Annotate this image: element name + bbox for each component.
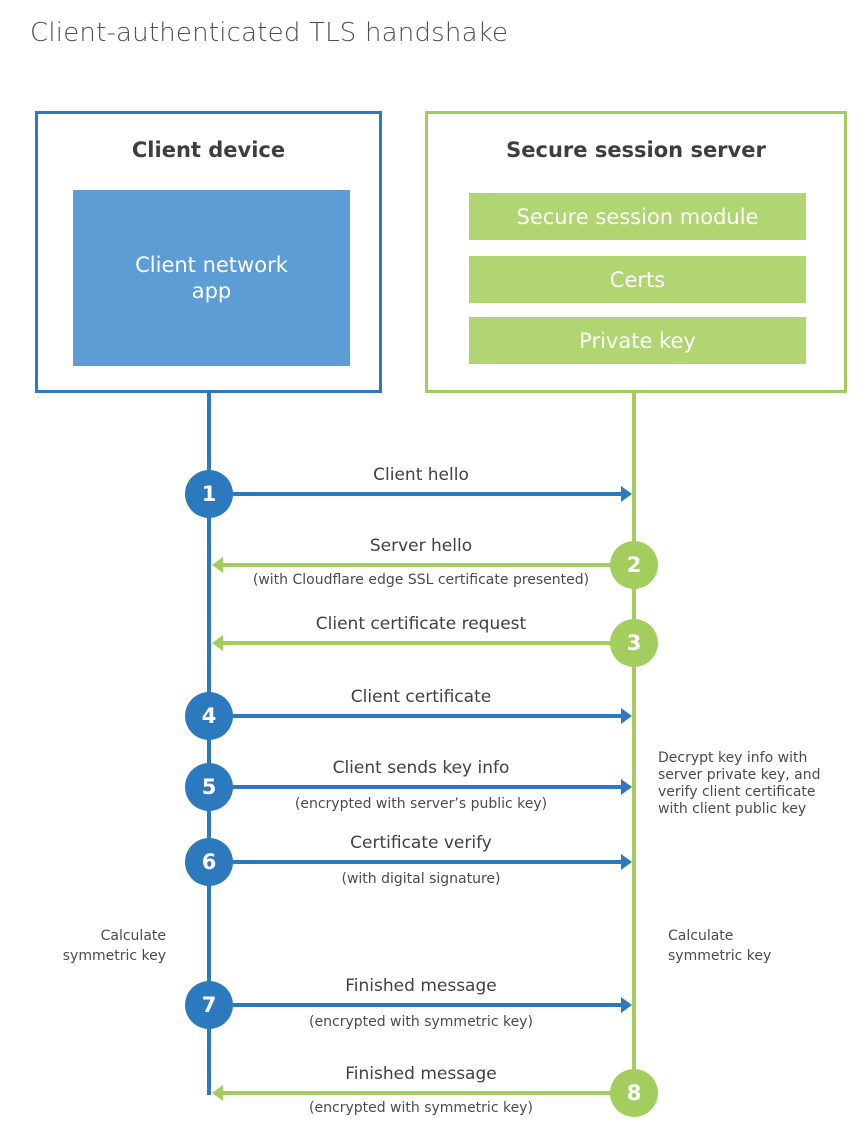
step-1-label: Client hello	[373, 465, 469, 485]
step-3-arrow	[212, 635, 611, 651]
calculate-symmetric-key-client: Calculate symmetric key	[62, 928, 166, 964]
server-lifeline	[632, 393, 636, 1093]
step-4-arrow	[233, 708, 632, 724]
step-1-arrow	[233, 486, 632, 502]
step-6-subtitle: (with digital signature)	[341, 871, 501, 887]
calculate-symmetric-key-server: Calculate symmetric key	[668, 928, 772, 964]
step-5-label: Client sends key info	[332, 758, 510, 778]
step-4-circle: 4	[185, 692, 233, 740]
step-3-label: Client certificate request	[315, 614, 527, 634]
step-7-label: Finished message	[345, 976, 497, 996]
step-6-circle: 6	[185, 838, 233, 886]
step-8-arrow	[212, 1085, 611, 1101]
step-4-label: Client certificate	[350, 687, 492, 707]
arrow-right-icon	[621, 854, 632, 870]
server-module-private-key: Private key	[469, 317, 806, 364]
step-1-circle: 1	[185, 470, 233, 518]
step-8-label: Finished message	[345, 1064, 497, 1084]
client-lifeline	[207, 393, 211, 1095]
client-device-title: Client device	[131, 138, 286, 162]
step-6-arrow	[233, 854, 632, 870]
arrow-right-icon	[621, 486, 632, 502]
arrow-right-icon	[621, 779, 632, 795]
step-5-circle: 5	[185, 763, 233, 811]
step-5-arrow	[233, 779, 632, 795]
step-7-subtitle: (encrypted with symmetric key)	[309, 1014, 533, 1030]
step-5-subtitle: (encrypted with server’s public key)	[294, 796, 548, 812]
step-2-label: Server hello	[369, 536, 473, 556]
secure-session-server-box: Secure session server Secure session mod…	[425, 111, 847, 393]
step-7-arrow	[233, 997, 632, 1013]
client-network-app-label: Client network app	[135, 253, 288, 303]
server-module-secure-session: Secure session module	[469, 193, 806, 240]
step-8-circle: 8	[610, 1069, 658, 1117]
step-7-circle: 7	[185, 981, 233, 1029]
client-network-app-box: Client network app	[73, 190, 350, 366]
step-2-arrow	[212, 557, 611, 573]
step-2-circle: 2	[610, 541, 658, 589]
step-6-label: Certificate verify	[350, 833, 492, 853]
server-module-certs: Certs	[469, 256, 806, 303]
client-device-box: Client device Client network app	[35, 111, 382, 393]
secure-session-server-title: Secure session server	[506, 138, 766, 162]
decrypt-note: Decrypt key info with server private key…	[658, 750, 821, 817]
arrow-left-icon	[212, 635, 223, 651]
step-3-circle: 3	[610, 619, 658, 667]
arrow-left-icon	[212, 1085, 223, 1101]
arrow-right-icon	[621, 997, 632, 1013]
page-title: Client-authenticated TLS handshake	[30, 18, 509, 48]
step-2-subtitle: (with Cloudflare edge SSL certificate pr…	[252, 572, 590, 588]
arrow-right-icon	[621, 708, 632, 724]
arrow-left-icon	[212, 557, 223, 573]
step-8-subtitle: (encrypted with symmetric key)	[309, 1100, 533, 1116]
